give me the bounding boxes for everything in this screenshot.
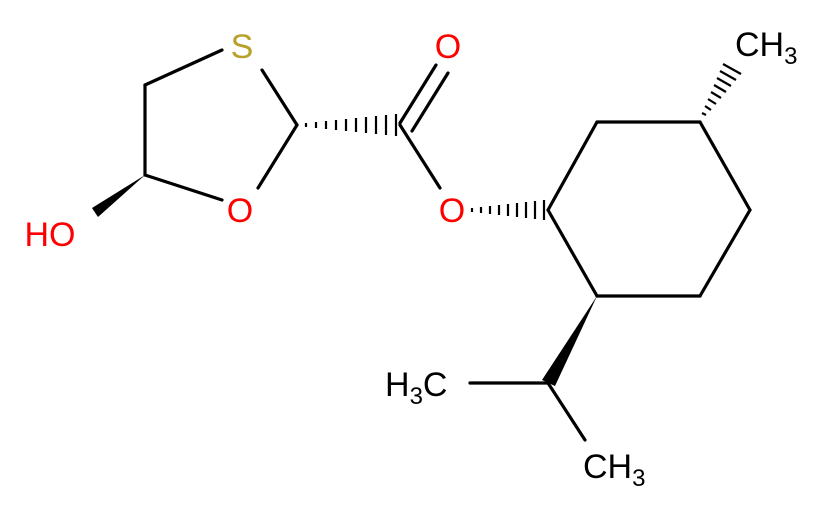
carbonyl-oxygen-label: O: [435, 28, 461, 66]
methyl-top-label: CH3: [735, 26, 797, 70]
hashed-bond-oester-c1: [470, 200, 546, 220]
bond-c2-c1: [546, 208, 599, 298]
methyl-left-label: H3C: [385, 366, 447, 410]
ring-oxygen-label: O: [227, 192, 253, 230]
bond-carbonyl-double-b: [410, 71, 450, 133]
bond-c4-c3: [698, 208, 752, 298]
wedge-bond-c5-oh: [92, 175, 145, 217]
bond-c1-c6: [546, 120, 599, 212]
bond-carbonyl-double-a: [398, 63, 438, 125]
hashed-bond-c2-carbonyl: [304, 114, 398, 136]
hashed-bond-c5-ch3: [701, 63, 742, 116]
ester-oxygen-label: O: [439, 192, 465, 230]
bond-oring-c5: [143, 173, 224, 202]
methyl-bottom-label: CH3: [583, 448, 645, 492]
wedge-bond-c2-isopropyl: [542, 296, 597, 386]
bond-carbonyl-oester: [398, 123, 442, 190]
bond-c5-c4: [698, 120, 752, 212]
hydroxyl-label: HO: [25, 216, 76, 254]
bond-isopropyl-methyl-bottom: [546, 381, 587, 442]
bond-s-c2: [260, 68, 299, 127]
bond-c2-oring: [256, 123, 299, 190]
bond-ch2-s: [143, 48, 224, 87]
sulfur-label: S: [231, 28, 254, 66]
